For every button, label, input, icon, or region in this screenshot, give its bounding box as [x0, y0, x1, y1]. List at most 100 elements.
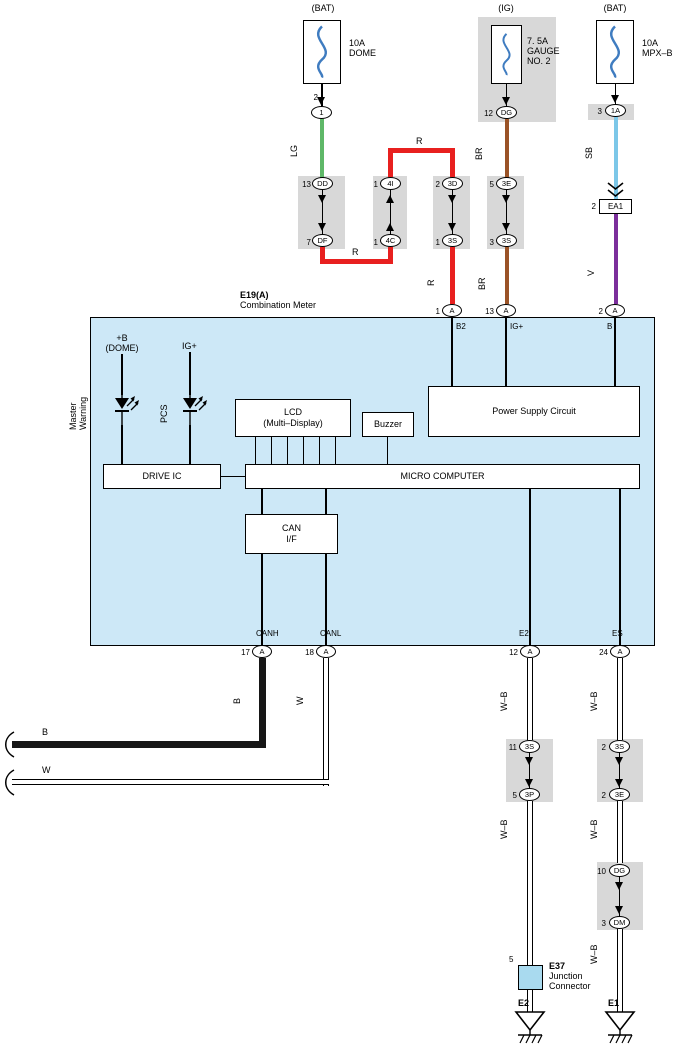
- net-label-igplus: IG+: [510, 322, 524, 331]
- wire-wb-label: W–B: [499, 819, 509, 839]
- wire-wb-label: W–B: [589, 819, 599, 839]
- connector-oval-4i: 4I: [380, 177, 401, 190]
- down-arrow-icon: [525, 779, 533, 787]
- plus-b-line1: +B: [116, 333, 128, 343]
- plus-b-line2: (DOME): [105, 343, 139, 353]
- pin-number: 2: [435, 180, 440, 189]
- wire-v: [613, 214, 618, 304]
- internal-line: [255, 437, 257, 464]
- meter-title: E19(A) Combination Meter: [240, 290, 316, 310]
- net-label-e2: E2: [519, 629, 529, 638]
- gauge-fuse-name1: GAUGE: [527, 46, 560, 56]
- down-arrow-icon: [502, 195, 510, 203]
- wire-b-label-vertical: B: [232, 697, 242, 704]
- mpx-fuse: [596, 20, 634, 84]
- wire-r-segment: [388, 148, 455, 153]
- pin-number: 5: [489, 180, 494, 189]
- pcs-label: PCS: [159, 404, 169, 423]
- internal-line: [303, 437, 305, 464]
- fuse-icon: [610, 25, 620, 79]
- internal-line: [287, 437, 289, 464]
- net-label-b2: B2: [456, 322, 466, 331]
- wire-br-lower: [504, 247, 509, 304]
- gauge-fuse-label: 7. 5A GAUGE NO. 2: [527, 36, 560, 66]
- wire-r-segment: [450, 247, 455, 304]
- wire-lg-label: LG: [289, 144, 299, 157]
- internal-line: [261, 554, 263, 646]
- connector-oval-3e: 3E: [609, 788, 630, 801]
- pin-number: 2: [601, 791, 606, 800]
- wire-r-segment: [320, 247, 325, 264]
- connector-oval-df: DF: [312, 234, 333, 247]
- down-arrow-icon: [615, 906, 623, 914]
- wire-lg: [320, 119, 324, 178]
- gauge-fuse-lead-line: [505, 84, 508, 106]
- pin-number: 7: [306, 238, 311, 247]
- dome-fuse: [303, 20, 341, 84]
- meter-name: Combination Meter: [240, 300, 317, 310]
- dome-fuse-lead-line: [321, 84, 323, 106]
- internal-line: [189, 425, 191, 464]
- pin-number: 13: [485, 307, 494, 316]
- pin-number: 2: [598, 307, 603, 316]
- mpx-bus-label: (BAT): [603, 3, 627, 13]
- down-arrow-icon: [525, 757, 533, 765]
- internal-line: [121, 425, 123, 464]
- pin-number: 12: [509, 648, 518, 657]
- pin-number: 17: [241, 648, 250, 657]
- wire-wb-label: W–B: [589, 944, 599, 964]
- can-if-box: CAN I/F: [245, 514, 338, 554]
- internal-line: [451, 317, 453, 386]
- connector-oval-3d: 3D: [442, 177, 463, 190]
- internal-line: [261, 489, 263, 514]
- up-arrow-icon: [386, 223, 394, 231]
- ground-icon: [514, 1011, 546, 1044]
- wire-wb-segment: [527, 990, 533, 1012]
- mpx-fuse-lead-line: [614, 84, 617, 104]
- wire-r-segment: [320, 259, 393, 264]
- internal-line: [614, 317, 616, 386]
- master-warning-label: Master Warning: [68, 397, 88, 430]
- connector-link-line: [389, 190, 392, 234]
- gauge-fuse-rating: 7. 5A: [527, 36, 549, 46]
- ea1-pin-number: 2: [591, 202, 596, 211]
- down-arrow-icon: [448, 195, 456, 203]
- wire-break-icon: [5, 731, 15, 758]
- pin-number: 2: [601, 743, 606, 752]
- connector-oval-dg: DG: [609, 864, 630, 877]
- dome-fuse-name: DOME: [349, 48, 376, 58]
- plus-b-dome-label: +B (DOME): [100, 333, 144, 353]
- connector-oval-dd: DD: [312, 177, 333, 190]
- internal-line: [221, 476, 245, 478]
- gauge-fuse-name2: NO. 2: [527, 56, 551, 66]
- connector-oval-3p: 3P: [519, 788, 540, 801]
- pin-number: 1: [373, 180, 378, 189]
- e37-code: E37: [549, 961, 566, 971]
- meter-code: E19(A): [240, 290, 269, 300]
- connector-oval-a: A: [610, 645, 630, 658]
- e37-name1: Junction: [549, 971, 583, 981]
- pin-number: 3: [601, 919, 606, 928]
- internal-line: [335, 437, 337, 464]
- wire-sb-label: SB: [584, 146, 594, 159]
- wire-wb-segment: [527, 658, 533, 740]
- e37-label: E37 Junction Connector: [549, 961, 591, 991]
- warning-label: Warning: [78, 396, 88, 430]
- wire-r-label-vertical: R: [426, 279, 436, 287]
- connector-oval-3s: 3S: [609, 740, 630, 753]
- wire-w-label-horizontal: W: [42, 765, 51, 775]
- down-arrow-icon: [611, 95, 619, 103]
- wire-wb-segment: [617, 801, 623, 863]
- connector-oval-1a: 1A: [605, 104, 626, 117]
- mpx-fuse-name: MPX–B: [642, 48, 673, 58]
- connector-oval-3s: 3S: [519, 740, 540, 753]
- connector-oval-a: A: [605, 304, 625, 317]
- down-arrow-icon: [615, 757, 623, 765]
- internal-line: [387, 437, 389, 464]
- ground-label-e2: E2: [518, 998, 530, 1008]
- wire-b-horizontal: [12, 741, 266, 748]
- can-line2: I/F: [286, 534, 297, 544]
- wire-w-horizontal: [12, 779, 329, 785]
- up-arrow-icon: [386, 195, 394, 203]
